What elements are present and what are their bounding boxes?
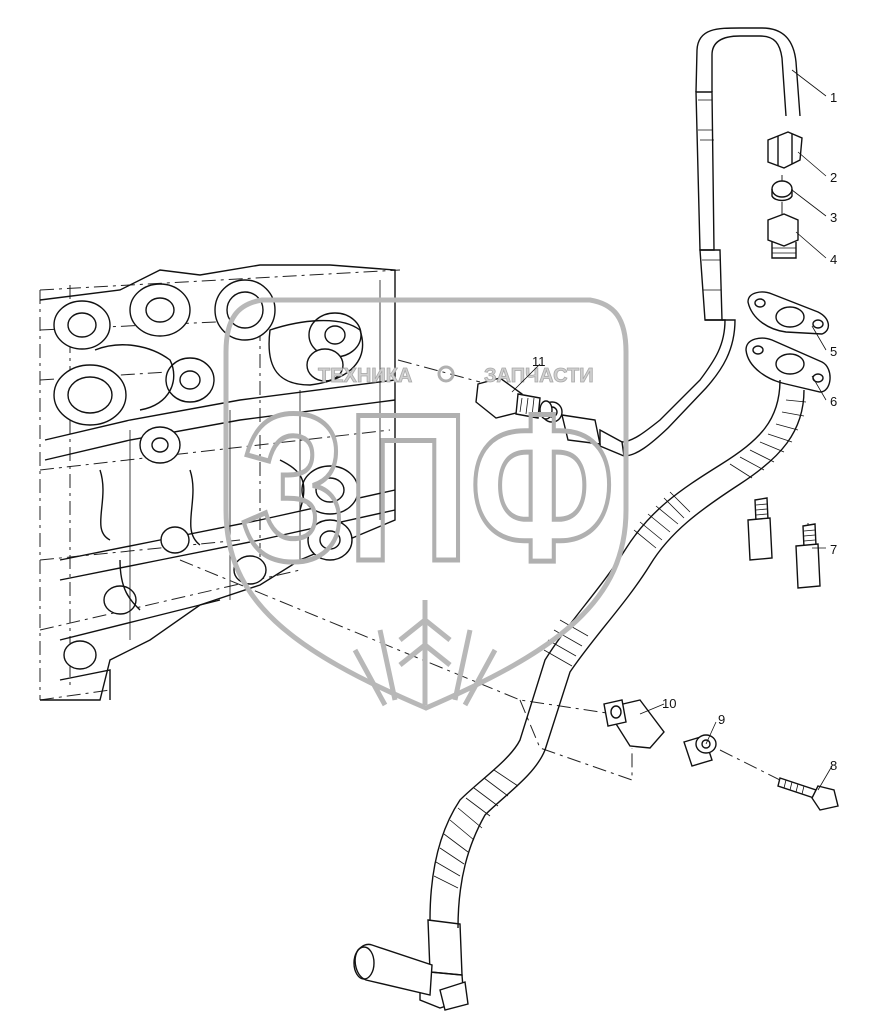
callout-7: 7: [830, 542, 837, 557]
studs: [747, 497, 821, 589]
nut-olive-union: [767, 131, 803, 259]
callout-1: 1: [830, 90, 837, 105]
callout-6: 6: [830, 394, 837, 409]
callout-2: 2: [830, 170, 837, 185]
watermark-text-right: ЗАПЧАСТИ: [484, 365, 594, 387]
drain-hose: [353, 379, 807, 1011]
callout-9: 9: [718, 712, 725, 727]
flanges: [745, 291, 831, 393]
callout-11: 11: [532, 354, 546, 369]
watermark: ТЕХНИКА ЗАПЧАСТИ ЗПФ: [223, 297, 629, 711]
watermark-text-left: ТЕХНИКА: [318, 365, 412, 387]
callout-8: 8: [830, 758, 837, 773]
callout-5: 5: [830, 344, 837, 359]
engine-block: [39, 264, 401, 701]
callout-3: 3: [830, 210, 837, 225]
gear-icon: [437, 365, 455, 383]
watermark-logo: ЗПФ: [240, 370, 615, 605]
callouts: 1 2 3 4 5 6 7 8 9 10 11: [511, 69, 837, 791]
wheat-icon: [352, 600, 498, 707]
callout-10: 10: [662, 696, 676, 711]
callout-4: 4: [830, 252, 837, 267]
adapter: [475, 377, 553, 420]
